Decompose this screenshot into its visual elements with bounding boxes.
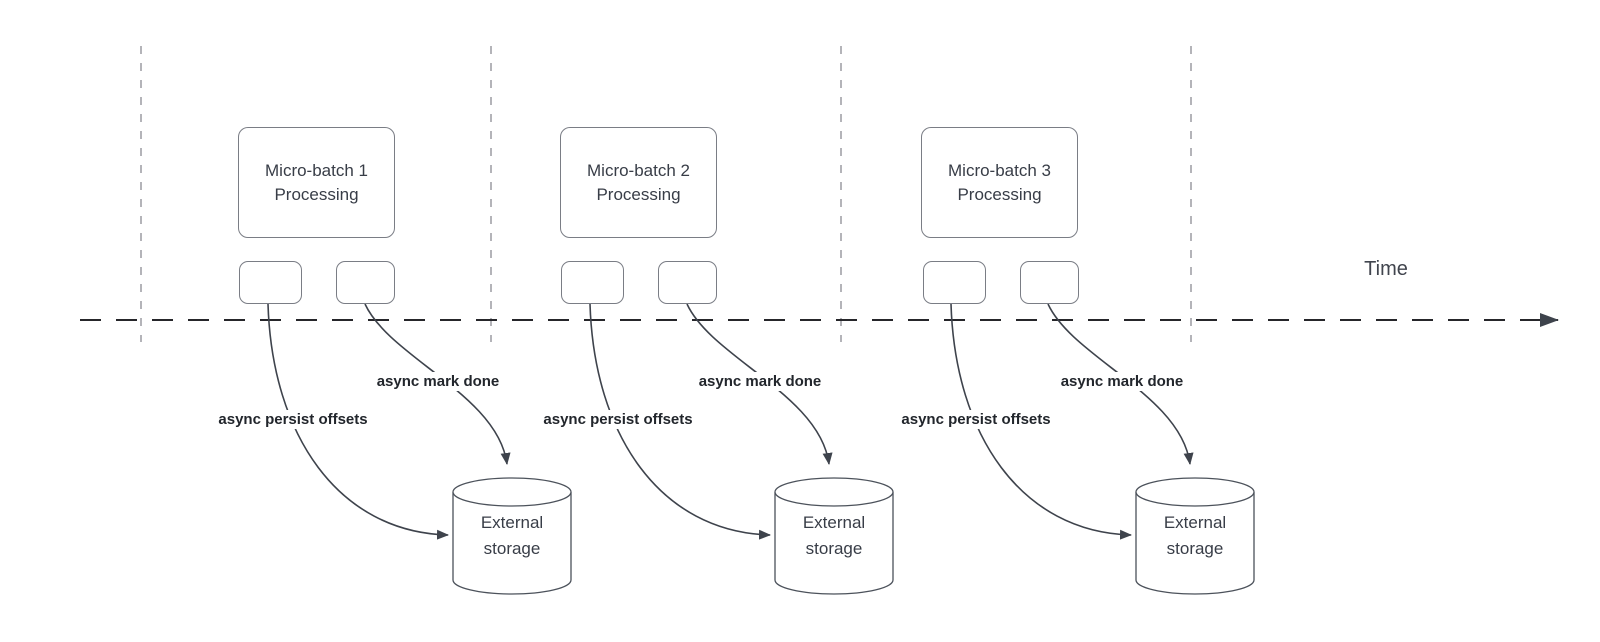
persist-offsets-label: async persist offsets	[540, 410, 696, 429]
time-label: Time	[1364, 258, 1408, 280]
micro-batch-title-line2: Processing	[596, 184, 681, 204]
cylinder-body	[452, 492, 572, 595]
mark-done-label: async mark done	[373, 372, 503, 391]
storage-cylinder	[452, 477, 572, 595]
persist-offsets-label: async persist offsets	[215, 410, 371, 429]
mark-done-task-box	[1020, 261, 1079, 304]
micro-batch-box: Micro-batch 3 Processing	[921, 127, 1078, 238]
cylinder-body	[774, 492, 894, 595]
cylinder-top	[452, 477, 572, 507]
mark-done-label: async mark done	[695, 372, 825, 391]
mark-done-label: async mark done	[1057, 372, 1187, 391]
persist-task-box	[923, 261, 986, 304]
mark-done-task-box	[336, 261, 395, 304]
mark-done-task-box	[658, 261, 717, 304]
cylinder-body	[1135, 492, 1255, 595]
persist-task-box	[239, 261, 302, 304]
micro-batch-box: Micro-batch 1 Processing	[238, 127, 395, 238]
micro-batch-title-line1: Micro-batch 2	[587, 160, 690, 180]
storage-cylinder	[1135, 477, 1255, 595]
cylinder-top	[1135, 477, 1255, 507]
persist-task-box	[561, 261, 624, 304]
persist-offsets-label: async persist offsets	[898, 410, 1054, 429]
micro-batch-title-line2: Processing	[957, 184, 1042, 204]
persist-offsets-arrow	[950, 303, 1132, 540]
persist-offsets-arrow	[589, 303, 771, 540]
micro-batch-title-line2: Processing	[274, 184, 359, 204]
micro-batch-title-line1: Micro-batch 3	[948, 160, 1051, 180]
storage-cylinder	[774, 477, 894, 595]
micro-batch-box: Micro-batch 2 Processing	[560, 127, 717, 238]
cylinder-top	[774, 477, 894, 507]
micro-batch-title-line1: Micro-batch 1	[265, 160, 368, 180]
persist-offsets-arrow	[267, 303, 449, 540]
